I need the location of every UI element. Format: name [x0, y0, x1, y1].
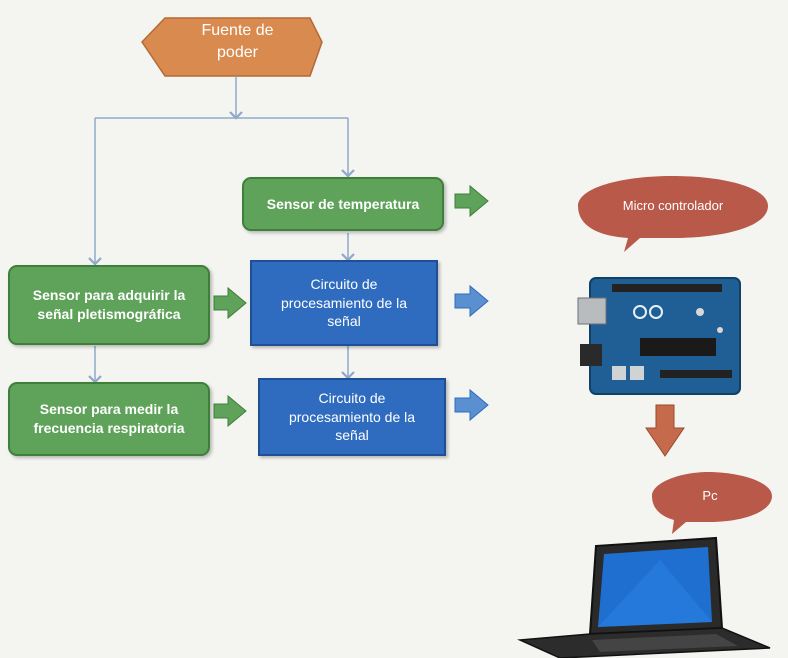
- processing-circuit-2: Circuito de procesamiento de la señal: [258, 378, 446, 456]
- arrow-proc2-right: [454, 388, 489, 422]
- temperature-sensor-node: Sensor de temperatura: [242, 177, 444, 231]
- callout-pc-label: Pc: [702, 488, 718, 503]
- processing-circuit-1-label: Circuito de procesamiento de la señal: [280, 275, 408, 330]
- processing-circuit-1: Circuito de procesamiento de la señal: [250, 260, 438, 346]
- respiratory-sensor-node: Sensor para medir la frecuencia respirat…: [8, 382, 210, 456]
- callout-micro-shape: [578, 176, 768, 252]
- microcontroller-board-image: [577, 277, 741, 395]
- callout-micro-label: Micro controlador: [622, 198, 724, 213]
- start-shape: [141, 17, 323, 77]
- start-label: Fuente de poder: [201, 22, 274, 61]
- pleth-sensor-label: Sensor para adquirir la señal pletismogr…: [32, 287, 186, 322]
- arrow-proc1-right: [454, 284, 489, 318]
- arrow-board-down: [645, 404, 685, 457]
- laptop-image: [517, 536, 771, 658]
- callout-pc-shape: [652, 472, 772, 534]
- arrow-pleth-right: [213, 286, 247, 320]
- arrow-temp-right: [454, 184, 489, 218]
- respiratory-sensor-label: Sensor para medir la frecuencia respirat…: [33, 401, 185, 436]
- processing-circuit-2-label: Circuito de procesamiento de la señal: [288, 389, 416, 444]
- arrow-resp-right: [213, 394, 247, 428]
- temperature-sensor-label: Sensor de temperatura: [266, 195, 420, 212]
- pleth-sensor-node: Sensor para adquirir la señal pletismogr…: [8, 265, 210, 345]
